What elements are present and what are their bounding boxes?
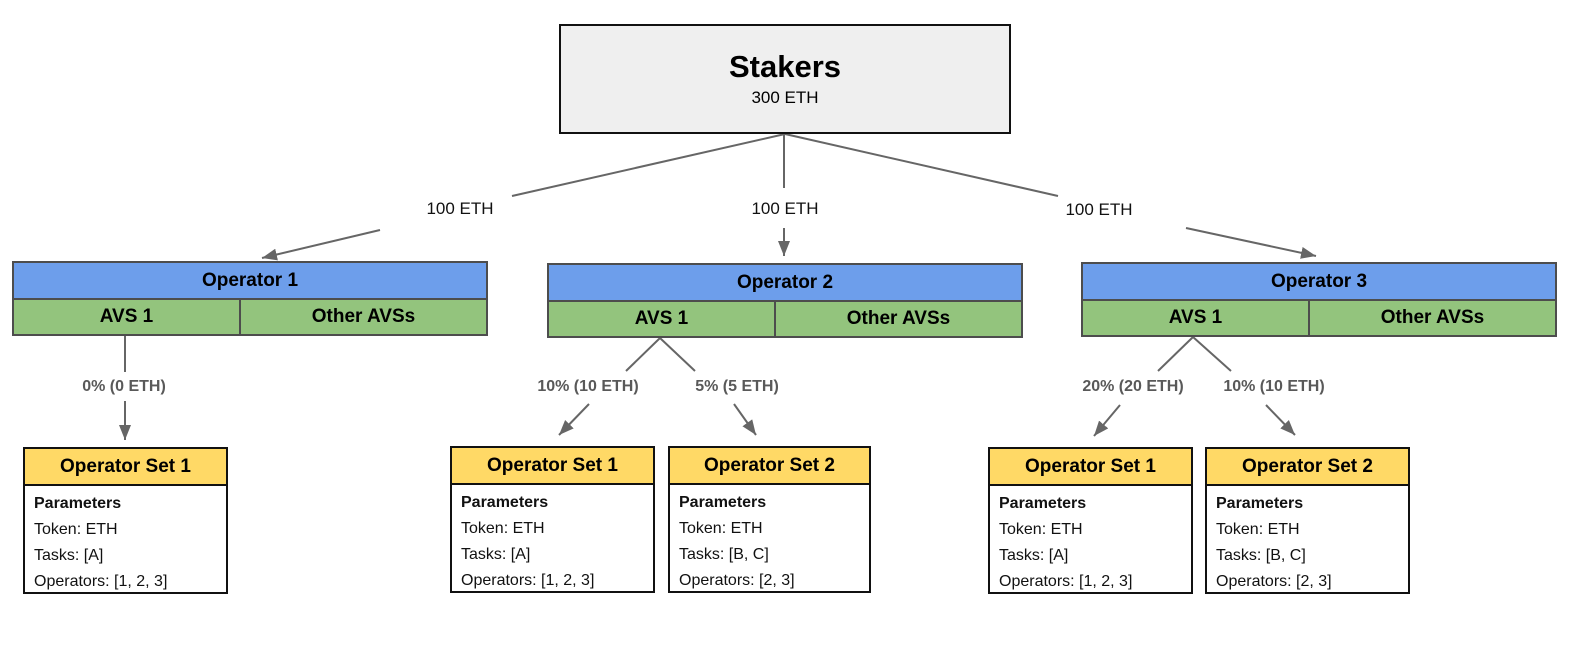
operator-1-avs1-cell: AVS 1 bbox=[14, 300, 241, 334]
operator-3-set-2-box: Operator Set 2 Parameters Token: ETH Tas… bbox=[1205, 447, 1410, 594]
operator-2-set-2-box: Operator Set 2 Parameters Token: ETH Tas… bbox=[668, 446, 871, 593]
operator-3-table: Operator 3 AVS 1 Other AVSs bbox=[1081, 262, 1557, 337]
operator-2-avs1-cell: AVS 1 bbox=[549, 302, 776, 336]
operator-3-set-1-box: Operator Set 1 Parameters Token: ETH Tas… bbox=[988, 447, 1193, 594]
parameters-heading: Parameters bbox=[999, 495, 1087, 512]
stakers-title: Stakers bbox=[728, 48, 842, 84]
tasks-line: Tasks: [A] bbox=[461, 546, 531, 563]
delegation-amount-label-3: 100 ETH bbox=[1065, 200, 1133, 219]
tasks-line: Tasks: [A] bbox=[999, 547, 1069, 564]
operator-3-avs1-cell: AVS 1 bbox=[1083, 301, 1310, 335]
operator-2-other-avss-cell: Other AVSs bbox=[776, 302, 1021, 336]
delegation-amount-label-1: 100 ETH bbox=[426, 199, 494, 218]
operator-2-set-1-title: Operator Set 1 bbox=[452, 448, 653, 485]
operators-line: Operators: [1, 2, 3] bbox=[34, 573, 168, 590]
operator-1-set-1-box: Operator Set 1 Parameters Token: ETH Tas… bbox=[23, 447, 228, 594]
tasks-line: Tasks: [A] bbox=[34, 547, 104, 564]
operator-1-set-1-title: Operator Set 1 bbox=[25, 449, 226, 486]
operator-3-header: Operator 3 bbox=[1083, 264, 1555, 301]
operator-1-other-avss-cell: Other AVSs bbox=[241, 300, 486, 334]
allocation-label-op2-set2: 5% (5 ETH) bbox=[695, 378, 779, 395]
allocation-label-op1-set1: 0% (0 ETH) bbox=[82, 378, 166, 395]
operator-1-table: Operator 1 AVS 1 Other AVSs bbox=[12, 261, 488, 336]
token-line: Token: ETH bbox=[679, 520, 763, 537]
parameters-heading: Parameters bbox=[34, 495, 122, 512]
token-line: Token: ETH bbox=[1216, 521, 1300, 538]
token-line: Token: ETH bbox=[461, 520, 545, 537]
operator-2-set-1-box: Operator Set 1 Parameters Token: ETH Tas… bbox=[450, 446, 655, 593]
operators-line: Operators: [2, 3] bbox=[1216, 573, 1332, 590]
allocation-label-op2-set1: 10% (10 ETH) bbox=[537, 378, 639, 395]
operator-2-set-2-title: Operator Set 2 bbox=[670, 448, 869, 485]
operators-line: Operators: [2, 3] bbox=[679, 572, 795, 589]
operator-3-other-avss-cell: Other AVSs bbox=[1310, 301, 1555, 335]
operator-3-set-1-title: Operator Set 1 bbox=[990, 449, 1191, 486]
operators-line: Operators: [1, 2, 3] bbox=[461, 572, 595, 589]
tasks-line: Tasks: [B, C] bbox=[679, 546, 769, 563]
operator-1-header: Operator 1 bbox=[14, 263, 486, 300]
stakers-amount: 300 ETH bbox=[751, 88, 819, 108]
token-line: Token: ETH bbox=[34, 521, 118, 538]
parameters-heading: Parameters bbox=[1216, 495, 1304, 512]
parameters-heading: Parameters bbox=[679, 494, 767, 511]
tasks-line: Tasks: [B, C] bbox=[1216, 547, 1306, 564]
operator-3-set-2-title: Operator Set 2 bbox=[1207, 449, 1408, 486]
delegation-amount-label-2: 100 ETH bbox=[751, 199, 819, 218]
parameters-heading: Parameters bbox=[461, 494, 549, 511]
operator-2-table: Operator 2 AVS 1 Other AVSs bbox=[547, 263, 1023, 338]
stakers-box: Stakers 300 ETH bbox=[559, 24, 1011, 134]
operators-line: Operators: [1, 2, 3] bbox=[999, 573, 1133, 590]
operator-2-header: Operator 2 bbox=[549, 265, 1021, 302]
allocation-label-op3-set2: 10% (10 ETH) bbox=[1223, 378, 1325, 395]
token-line: Token: ETH bbox=[999, 521, 1083, 538]
allocation-label-op3-set1: 20% (20 ETH) bbox=[1082, 378, 1184, 395]
